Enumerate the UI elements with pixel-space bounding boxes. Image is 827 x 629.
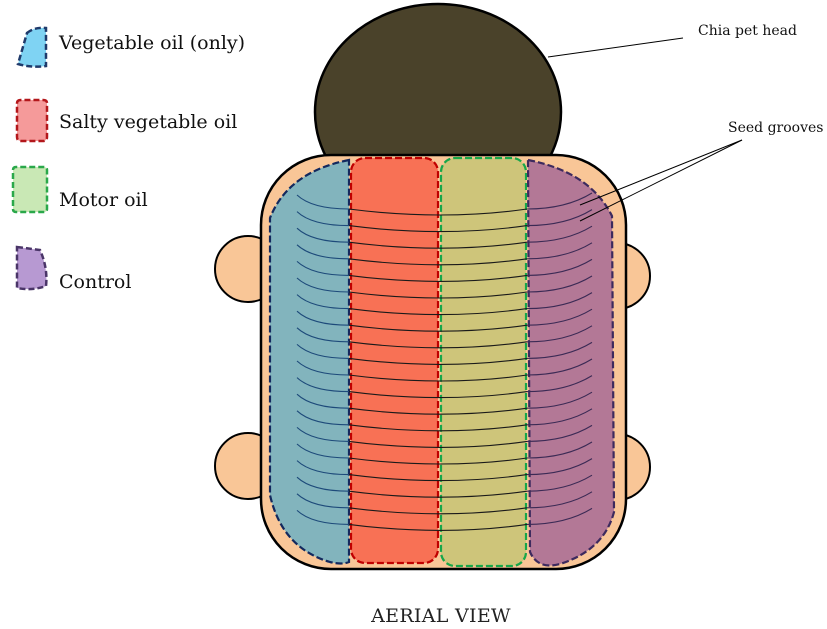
head-annotation: Chia pet head — [698, 23, 797, 39]
legend-swatch-control — [17, 247, 46, 289]
legend-label-salty-vegetable-oil: Salty vegetable oil — [59, 111, 237, 133]
legend-swatch-motor-oil — [13, 167, 47, 212]
legend-label-vegetable-oil: Vegetable oil (only) — [58, 32, 245, 54]
legend-item-salty-vegetable-oil: Salty vegetable oil — [17, 100, 237, 141]
grooves-leader-line-1 — [580, 140, 742, 205]
legend-item-control: Control — [17, 247, 131, 293]
grooves-annotation: Seed grooves — [728, 120, 823, 136]
legend-swatch-salty-vegetable-oil — [17, 100, 47, 141]
legend-label-control: Control — [59, 271, 131, 293]
strip-vegetable-oil — [270, 160, 349, 564]
legend-swatch-vegetable-oil — [18, 28, 46, 67]
legend-item-motor-oil: Motor oil — [13, 167, 148, 212]
strip-control — [528, 160, 614, 566]
view-caption: AERIAL VIEW — [370, 605, 511, 627]
legend-item-vegetable-oil: Vegetable oil (only) — [18, 28, 245, 67]
head-leader-line — [548, 38, 683, 57]
legend: Vegetable oil (only) Salty vegetable oil… — [13, 28, 245, 293]
strip-motor-oil — [441, 158, 526, 566]
legend-label-motor-oil: Motor oil — [59, 189, 148, 211]
